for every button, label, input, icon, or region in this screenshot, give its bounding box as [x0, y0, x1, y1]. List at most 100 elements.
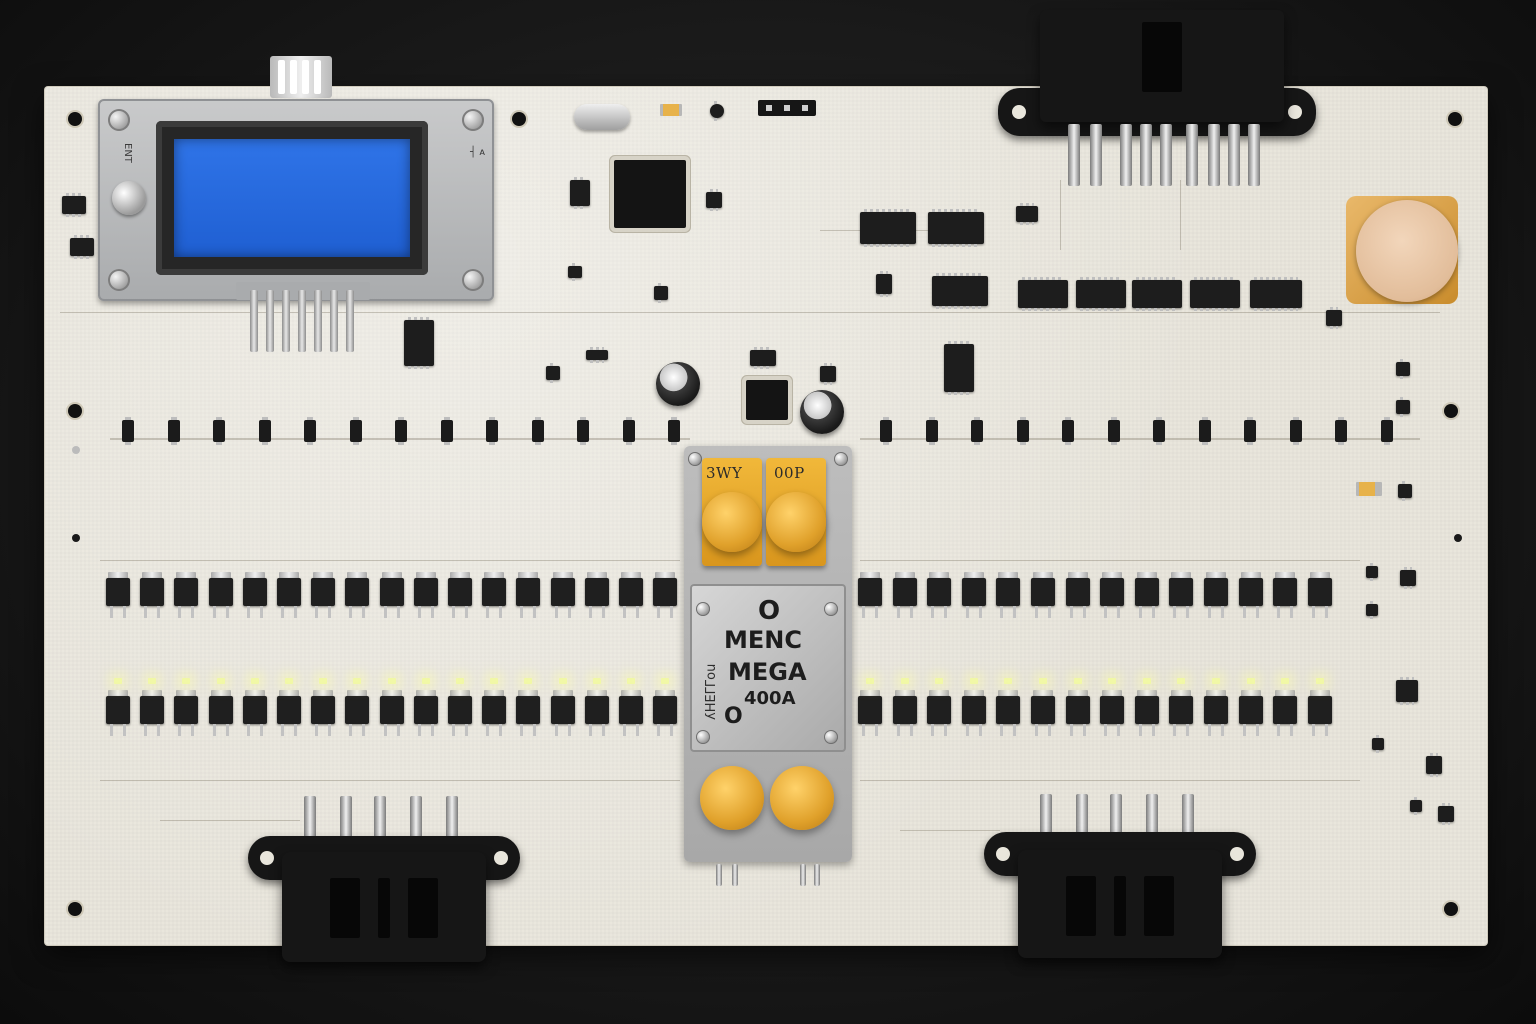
- mosfet-tab: [1033, 572, 1053, 580]
- mosfet-icon: [413, 578, 438, 606]
- mosfet-tab: [586, 690, 607, 698]
- resistor: [1289, 420, 1302, 442]
- led-icon: [319, 678, 328, 684]
- resistor: [971, 420, 983, 442]
- mosfet-leg: [281, 724, 284, 736]
- connector-bottom-right: [1018, 850, 1222, 958]
- mosfet-leg: [430, 724, 434, 736]
- mosfet-icon: [140, 696, 165, 724]
- smd-chip: [1326, 307, 1342, 329]
- soic-chip: [932, 273, 988, 309]
- mosfet-tab: [279, 572, 299, 580]
- mosfet-leg: [1186, 606, 1190, 618]
- transistor: [570, 177, 590, 209]
- led-icon: [661, 678, 670, 684]
- resistor: [486, 420, 498, 442]
- resistor: [395, 420, 407, 442]
- mosfet-leg: [383, 606, 387, 618]
- mosfet-leg: [520, 724, 524, 736]
- mosfet-tab: [244, 572, 265, 580]
- plate-symbol-left: O: [724, 704, 743, 729]
- resistor: [1380, 420, 1393, 442]
- mosfet-leg: [909, 606, 913, 618]
- mosfet-icon: [619, 696, 643, 724]
- module-label-plate: [690, 584, 846, 752]
- mosfet-tab: [1240, 690, 1261, 698]
- resistor: [258, 420, 271, 442]
- mosfet-leg: [315, 724, 319, 736]
- smd-chip: [1426, 753, 1442, 777]
- via-hole: [72, 534, 80, 542]
- mosfet-tab: [1206, 572, 1226, 580]
- mosfet-tab: [381, 690, 402, 698]
- mosfet-tab: [586, 572, 607, 580]
- mosfet-icon: [345, 696, 370, 724]
- resistor: [1016, 420, 1029, 442]
- mosfet-leg: [1151, 724, 1155, 736]
- mosfet-leg: [1000, 724, 1004, 736]
- mosfet-icon: [345, 578, 370, 606]
- soic-chip: [1250, 277, 1302, 311]
- mosfet-leg: [452, 606, 455, 618]
- mosfet-tab: [1275, 572, 1296, 580]
- bolt-icon: [824, 730, 838, 744]
- led-icon: [1142, 678, 1151, 684]
- mosfet-tab: [518, 572, 539, 580]
- mosfet-leg: [944, 606, 948, 618]
- smd-chip: [1396, 677, 1418, 705]
- mosfet-leg: [212, 606, 216, 618]
- mosfet-tab: [552, 572, 573, 580]
- mosfet-icon: [448, 696, 472, 724]
- regulator-chip: [746, 380, 788, 420]
- mosfet-tab: [655, 572, 676, 580]
- resistor: [1198, 420, 1211, 442]
- trace: [900, 830, 1000, 831]
- mosfet-leg: [315, 606, 319, 618]
- resistor: [122, 420, 134, 442]
- mosfet-leg: [1151, 606, 1155, 618]
- smd-chip: [1016, 203, 1038, 225]
- mosfet-icon: [996, 578, 1021, 606]
- smd-chip: [1396, 397, 1410, 417]
- mosfet-tab: [1309, 690, 1330, 698]
- mosfet-icon: [208, 578, 233, 606]
- smd-chip: [1396, 359, 1410, 379]
- mosfet-icon: [892, 696, 917, 724]
- led-icon: [490, 678, 499, 684]
- mosfet-leg: [1117, 724, 1121, 736]
- mosfet-leg: [1221, 724, 1224, 736]
- led-icon: [1039, 678, 1047, 684]
- mosfet-icon: [961, 696, 986, 724]
- mosfet-icon: [1134, 578, 1159, 606]
- lcd-side-label-left: ENT: [122, 143, 133, 163]
- mosfet-icon: [653, 696, 678, 724]
- led-icon: [1315, 678, 1324, 684]
- trace: [160, 820, 300, 821]
- mosfet-tab: [552, 690, 573, 698]
- mosfet-leg: [1324, 724, 1328, 736]
- mosfet-leg: [246, 606, 250, 618]
- mosfet-icon: [858, 696, 882, 724]
- mosfet-leg: [123, 724, 126, 736]
- trace: [1180, 180, 1181, 250]
- mosfet-icon: [311, 696, 336, 724]
- mosfet-tab: [621, 690, 641, 698]
- mosfet-leg: [1082, 606, 1086, 618]
- mosfet-icon: [927, 578, 952, 606]
- mosfet-icon: [482, 578, 507, 606]
- soic-chip: [1132, 277, 1182, 311]
- mosfet-leg: [875, 724, 878, 736]
- mosfet-icon: [379, 578, 404, 606]
- mosfet-tab: [998, 572, 1019, 580]
- mosfet-icon: [892, 578, 917, 606]
- mosfet-leg: [657, 606, 661, 618]
- led-icon: [592, 678, 601, 684]
- mosfet-leg: [465, 606, 468, 618]
- screw-icon: [108, 269, 130, 291]
- mosfet-leg: [225, 724, 229, 736]
- soic-chip: [1018, 277, 1068, 311]
- mosfet-leg: [533, 606, 537, 618]
- screw-icon: [462, 109, 484, 131]
- mosfet-tab: [176, 690, 197, 698]
- mosfet-icon: [1273, 578, 1298, 606]
